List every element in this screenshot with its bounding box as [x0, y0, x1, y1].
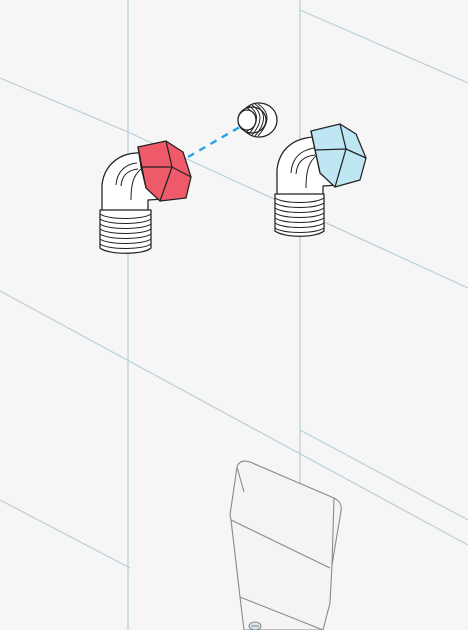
connector-guide-line: [187, 122, 246, 159]
blue-hex-elbow-fitting-icon: [274, 123, 367, 237]
tile-line-top-left: [0, 77, 129, 133]
threaded-cap-icon: [237, 102, 278, 138]
red-hex-elbow-fitting-icon: [99, 140, 192, 254]
tile-line-lower-left: [0, 499, 131, 569]
tile-line-lower-right: [299, 429, 468, 521]
tile-line-top-right: [299, 9, 468, 84]
wall-bracket-icon: [229, 460, 342, 630]
tile-line-middle: [0, 290, 468, 546]
